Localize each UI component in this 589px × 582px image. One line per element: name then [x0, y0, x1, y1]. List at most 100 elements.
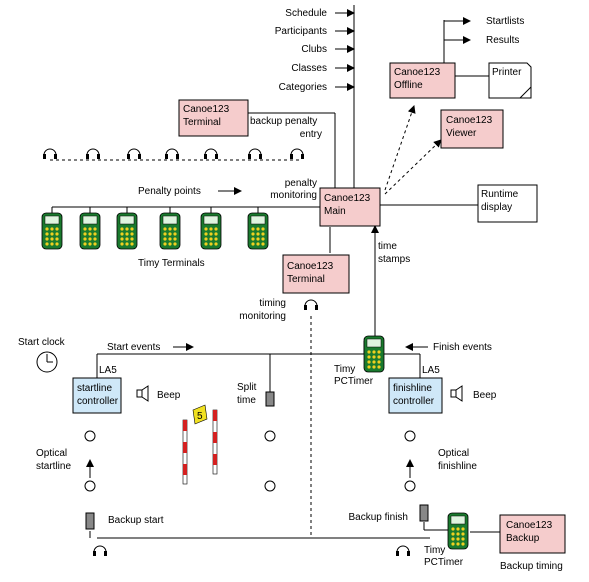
- dashed-link-viewer: [384, 139, 442, 195]
- backup-box: [499, 514, 566, 554]
- optical-startline-label-2: startline: [36, 461, 71, 472]
- timy-pctimer-icon: [363, 335, 385, 373]
- time-stamps-label-2: stamps: [378, 254, 410, 265]
- timy-top-label-1: Timy: [334, 364, 355, 375]
- runtime-display-box: [477, 184, 538, 223]
- main-label-2: Main: [324, 206, 346, 217]
- speaker-icon: [136, 385, 149, 402]
- finishline-label-1: finishline: [393, 383, 432, 394]
- headset-icon: [247, 148, 263, 160]
- terminal-mid-box: [282, 254, 350, 294]
- backup-timing-label: Backup timing: [500, 561, 563, 572]
- la5-left-label: LA5: [99, 365, 117, 376]
- clock-icon: [36, 351, 58, 373]
- start-events-label: Start events: [107, 342, 160, 353]
- menu-clubs: Clubs: [301, 44, 327, 55]
- timing-monitoring-label-1: timing: [259, 298, 286, 309]
- backup-label-1: Canoe123: [506, 520, 553, 531]
- photocell-icon: [404, 480, 416, 492]
- runtime-label-2: display: [481, 202, 512, 213]
- startline-controller-box: [72, 377, 122, 414]
- photocell-icon: [404, 430, 416, 442]
- offline-box: [389, 62, 456, 99]
- backup-penalty-label-2: entry: [300, 129, 322, 140]
- headset-icon: [303, 299, 319, 311]
- startline-label-1: startline: [77, 383, 112, 394]
- backup-label-2: Backup: [506, 533, 540, 544]
- optical-finishline-label-1: Optical: [438, 448, 469, 459]
- headset-icon: [289, 148, 305, 160]
- timy-terminal-icon: [41, 212, 63, 250]
- timy-top-label-2: PCTimer: [334, 376, 374, 387]
- terminal-top-label-1: Canoe123: [183, 104, 230, 115]
- start-clock-label: Start clock: [18, 337, 66, 348]
- output-results: Results: [486, 35, 519, 46]
- split-sensor-icon: [265, 391, 275, 407]
- terminal-top-label-2: Terminal: [183, 117, 221, 128]
- offline-label-2: Offline: [394, 80, 423, 91]
- backup-penalty-label-1: backup penalty: [250, 116, 317, 127]
- dashed-link-offline: [384, 105, 416, 191]
- terminal-mid-label-2: Terminal: [287, 274, 325, 285]
- timy-terminal-icon: [116, 212, 138, 250]
- menu-classes: Classes: [291, 63, 327, 74]
- offline-label-1: Canoe123: [394, 67, 441, 78]
- headset-icon: [203, 148, 219, 160]
- timy-terminal-icon: [159, 212, 181, 250]
- terminal-mid-label-1: Canoe123: [287, 261, 334, 272]
- backup-start-label: Backup start: [108, 515, 164, 526]
- timy-pctimer-icon: [447, 512, 469, 550]
- timy-bottom-label-2: PCTimer: [424, 557, 464, 568]
- beep-right-label: Beep: [473, 390, 497, 401]
- photocell-icon: [264, 480, 276, 492]
- timy-terminal-icon: [200, 212, 222, 250]
- photocell-icon: [264, 430, 276, 442]
- viewer-box: [440, 109, 504, 149]
- beep-left-label: Beep: [157, 390, 181, 401]
- terminal-top-box: [178, 99, 249, 137]
- la5-right-label: LA5: [422, 365, 440, 376]
- output-startlists: Startlists: [486, 16, 524, 27]
- headset-icon: [85, 148, 101, 160]
- timing-monitoring-label-2: monitoring: [239, 311, 286, 322]
- printer-box: [488, 62, 532, 99]
- split-time-label-2: time: [237, 395, 256, 406]
- viewer-label-1: Canoe123: [446, 115, 493, 126]
- timy-terminal-icon: [79, 212, 101, 250]
- headset-icon: [164, 148, 180, 160]
- backup-finish-label: Backup finish: [349, 512, 408, 523]
- optical-startline-label-1: Optical: [36, 448, 67, 459]
- finishline-controller-box: [388, 377, 443, 414]
- optical-finishline-label-2: finishline: [438, 461, 477, 472]
- headset-icon: [126, 148, 142, 160]
- penalty-monitoring-label-1: penalty: [285, 178, 317, 189]
- headset-icon: [42, 148, 58, 160]
- main-label-1: Canoe123: [324, 193, 371, 204]
- printer-label: Printer: [492, 67, 522, 78]
- menu-categories: Categories: [279, 82, 327, 93]
- penalty-points-label: Penalty points: [138, 186, 201, 197]
- speaker-icon: [450, 385, 463, 402]
- split-time-label-1: Split: [237, 382, 257, 393]
- penalty-monitoring-label-2: monitoring: [270, 190, 317, 201]
- headset-icon: [395, 545, 411, 557]
- gate-number: 5: [197, 411, 203, 422]
- time-stamps-label-1: time: [378, 241, 397, 252]
- printer-corner: [519, 86, 532, 99]
- main-box: [319, 187, 381, 227]
- menu-participants: Participants: [275, 26, 327, 37]
- backup-start-button-icon: [85, 512, 95, 530]
- startline-label-2: controller: [77, 396, 119, 407]
- finishline-label-2: controller: [393, 396, 435, 407]
- photocell-icon: [84, 480, 96, 492]
- timy-terminal-icon: [247, 212, 269, 250]
- photocell-icon: [84, 430, 96, 442]
- viewer-label-2: Viewer: [446, 128, 477, 139]
- finish-events-label: Finish events: [433, 342, 492, 353]
- menu-schedule: Schedule: [285, 8, 327, 19]
- timy-bottom-label-1: Timy: [424, 545, 445, 556]
- backup-finish-button-icon: [419, 504, 429, 522]
- headset-icon: [92, 545, 108, 557]
